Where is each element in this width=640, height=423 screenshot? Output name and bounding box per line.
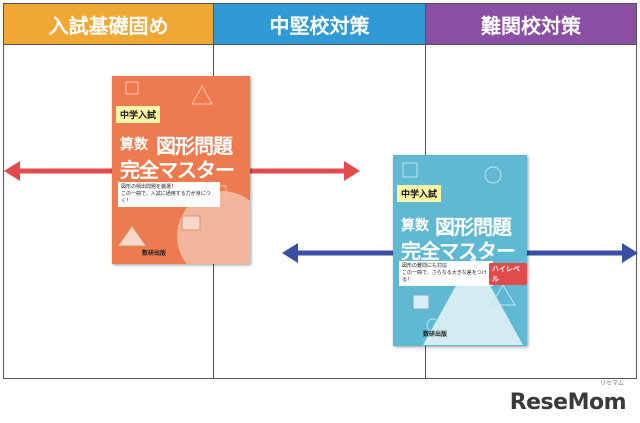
- book-subject: 算数: [401, 218, 429, 234]
- book-title-line1: 図形問題: [156, 134, 233, 158]
- book-blurb-line1: 図形の頻出問題を厳選！: [121, 184, 177, 190]
- grid-frame: [3, 3, 637, 379]
- book-title-line2: 完全マスター: [401, 239, 516, 263]
- book-blurb-line2: この一冊で、入試に通用する力が身につく！: [121, 191, 211, 204]
- book-blurb-line1: 図形の難問にも対応: [402, 263, 448, 269]
- book-level-badge: ハイレベル: [489, 263, 527, 285]
- book-blurb: 図形の頻出問題を厳選！ この一冊で、入試に通用する力が身につく！: [118, 182, 220, 207]
- book-blurb: 図形の難問にも対応 この一冊で、さらなる大きな差をつける！: [399, 261, 493, 286]
- book-tag: 中学入試: [116, 106, 161, 123]
- book-tag: 中学入試: [397, 185, 442, 202]
- column-header-basic: 入試基礎固め: [4, 4, 213, 44]
- header-divider: [4, 44, 636, 45]
- column-header-advanced: 難関校対策: [426, 4, 636, 44]
- book-cover-basic[interactable]: 中学入試 算数 図形問題 完全マスター 図形の頻出問題を厳選！ この一冊で、入試…: [112, 76, 250, 264]
- book-cover-advanced[interactable]: 中学入試 算数 図形問題 完全マスター 図形の難問にも対応 この一冊で、さらなる…: [393, 155, 527, 346]
- book-title-line2: 完全マスター: [120, 158, 235, 182]
- book-subject: 算数: [120, 137, 148, 153]
- book-publisher: 数研出版: [423, 331, 448, 338]
- column-header-standard: 中堅校対策: [214, 4, 425, 44]
- book-title-line1: 図形問題: [435, 215, 512, 239]
- book-publisher: 数研出版: [142, 250, 167, 257]
- geometry-illustration: [402, 162, 523, 345]
- book-blurb-line2: この一冊で、さらなる大きな差をつける！: [402, 270, 487, 283]
- geometry-illustration: [117, 81, 250, 264]
- logo-subtext: リセマム: [599, 380, 624, 387]
- resemom-logo[interactable]: ReseMom: [509, 390, 627, 415]
